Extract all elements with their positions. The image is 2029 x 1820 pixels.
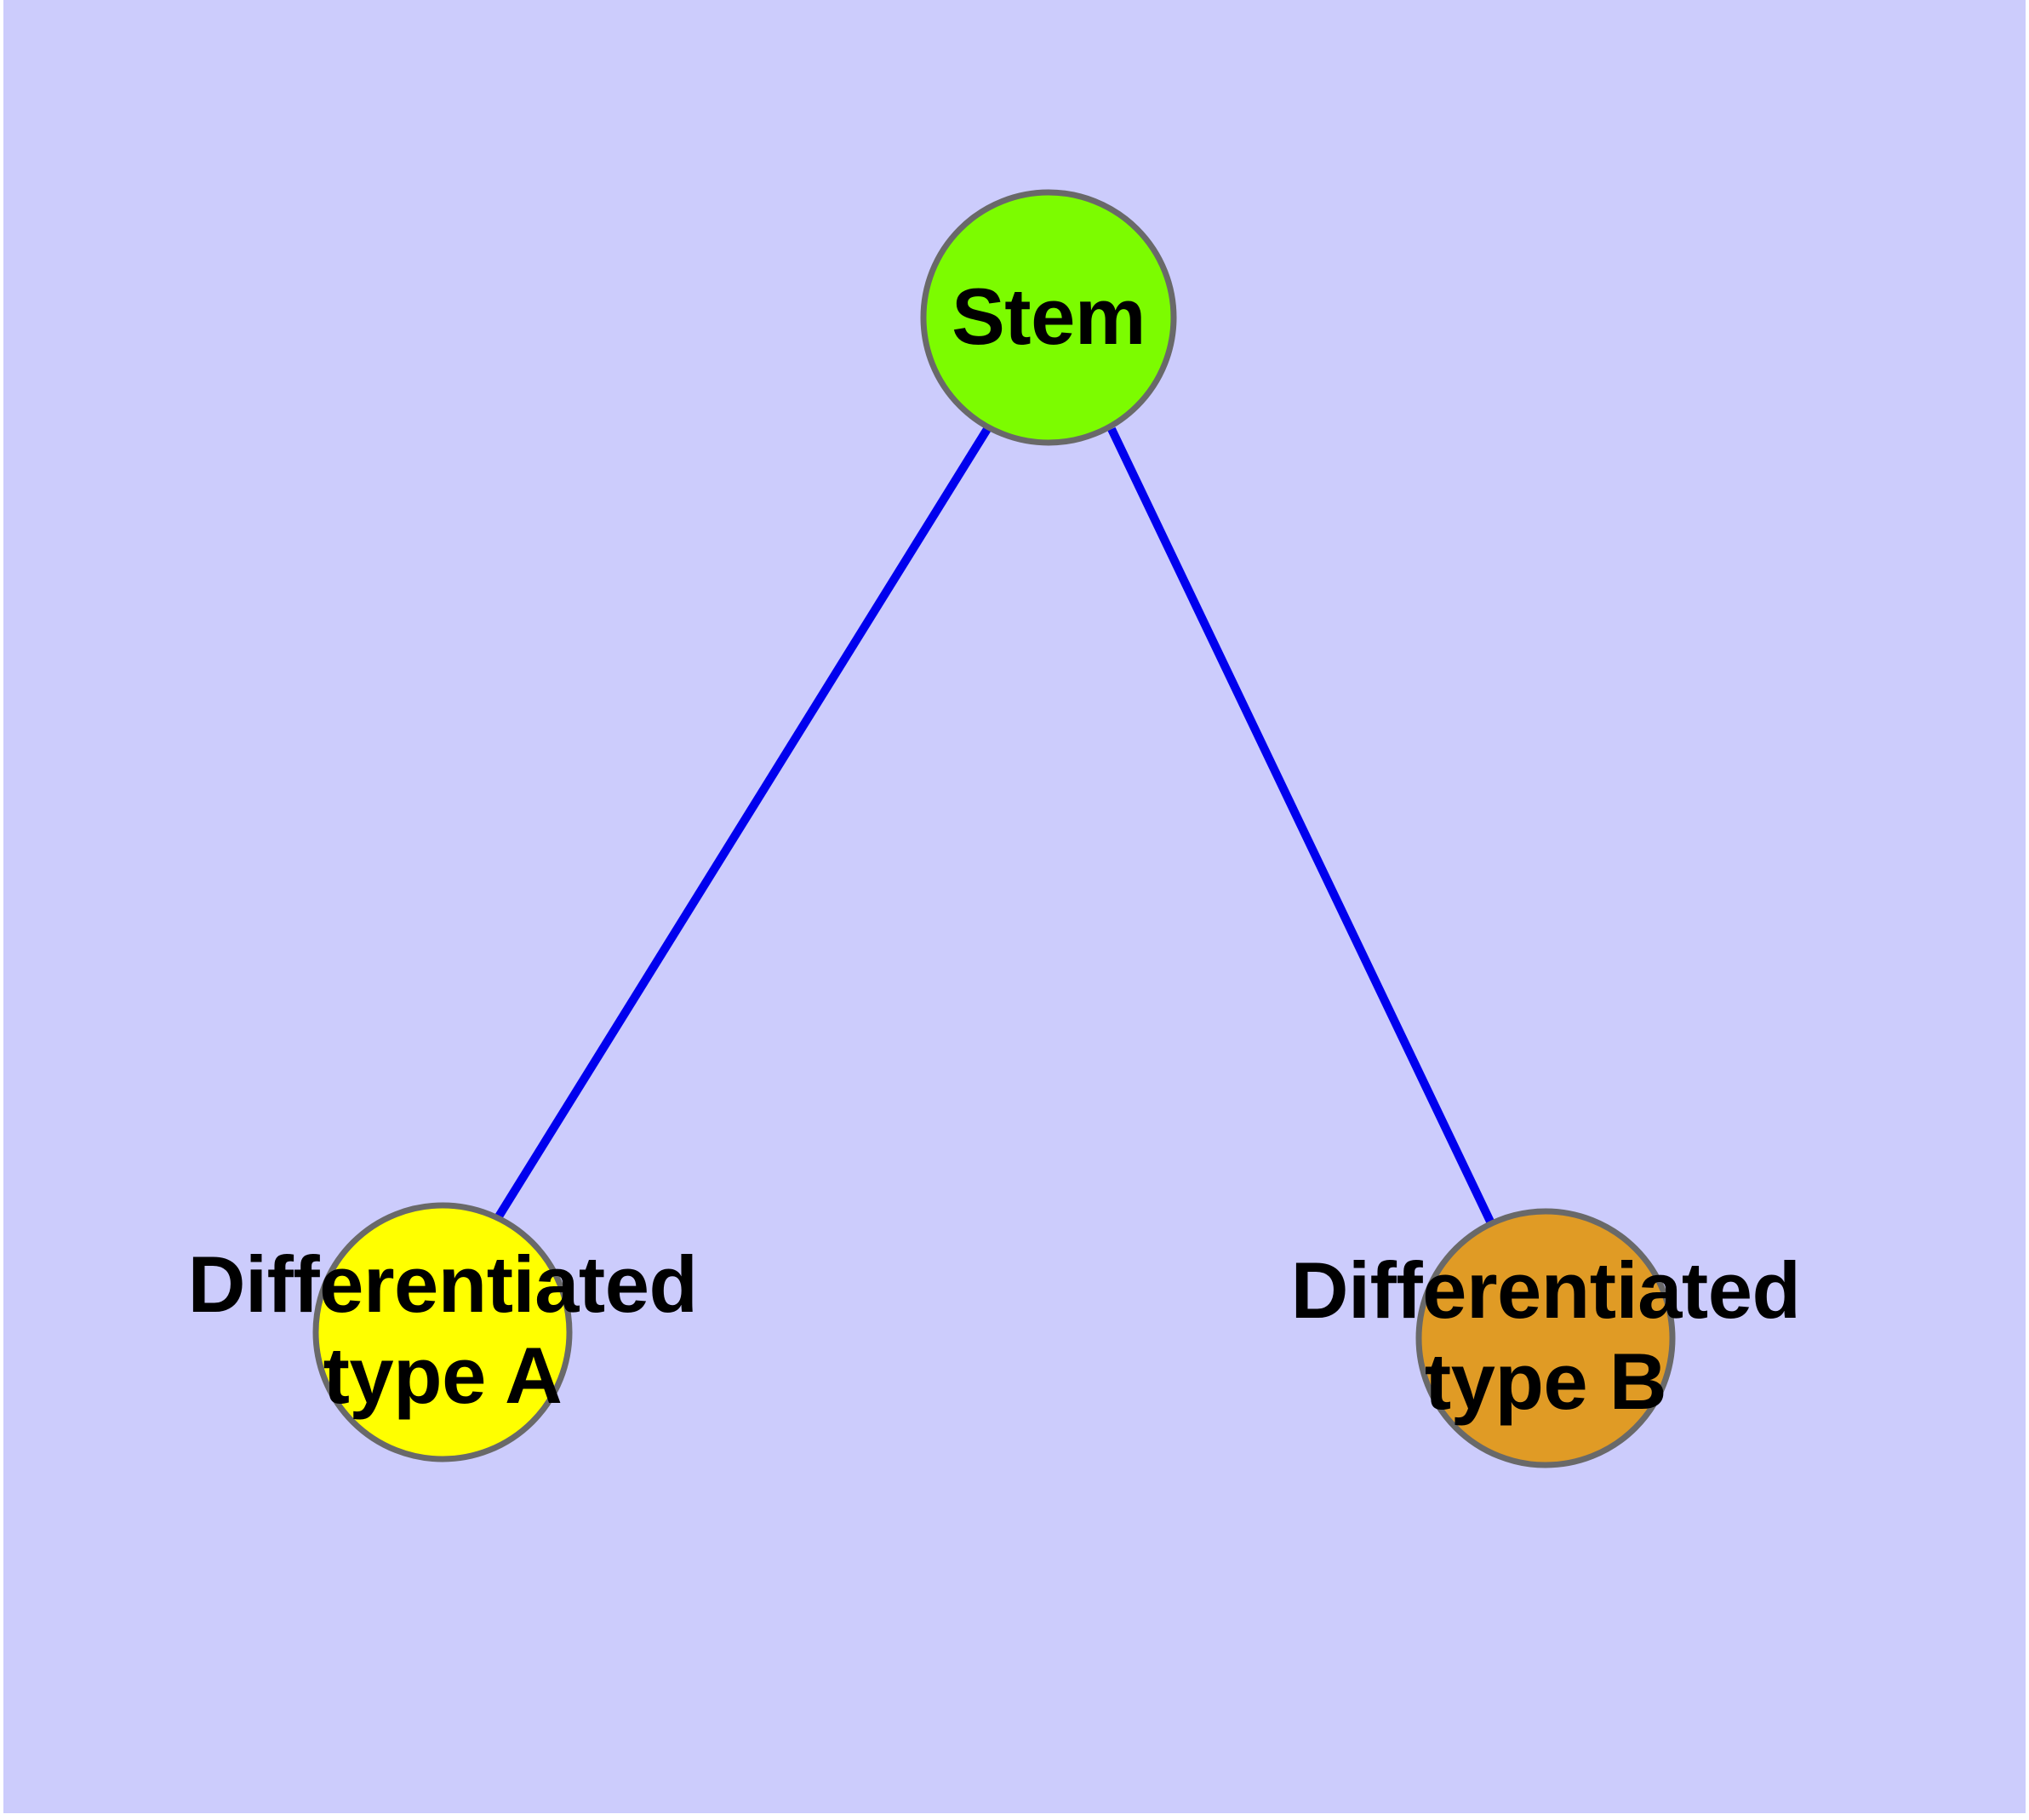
node-layer — [312, 189, 1676, 1468]
node-differentiated-type-b[interactable] — [1415, 1208, 1676, 1468]
node-stem[interactable] — [920, 189, 1177, 446]
node-label-line-1: Differentiated — [187, 1239, 698, 1329]
node-differentiated-type-a[interactable] — [312, 1202, 573, 1462]
node-label-line-1: Differentiated — [1290, 1245, 1801, 1335]
node-label-line-2: type A — [323, 1331, 563, 1420]
edge-stem-to-differentiated-type-a — [494, 426, 992, 1219]
node-label-line-2: type B — [1424, 1336, 1667, 1426]
edge-stem-to-differentiated-type-b — [1107, 426, 1495, 1226]
node-label-stem: Stem — [952, 272, 1146, 361]
edge-layer — [494, 426, 1495, 1226]
